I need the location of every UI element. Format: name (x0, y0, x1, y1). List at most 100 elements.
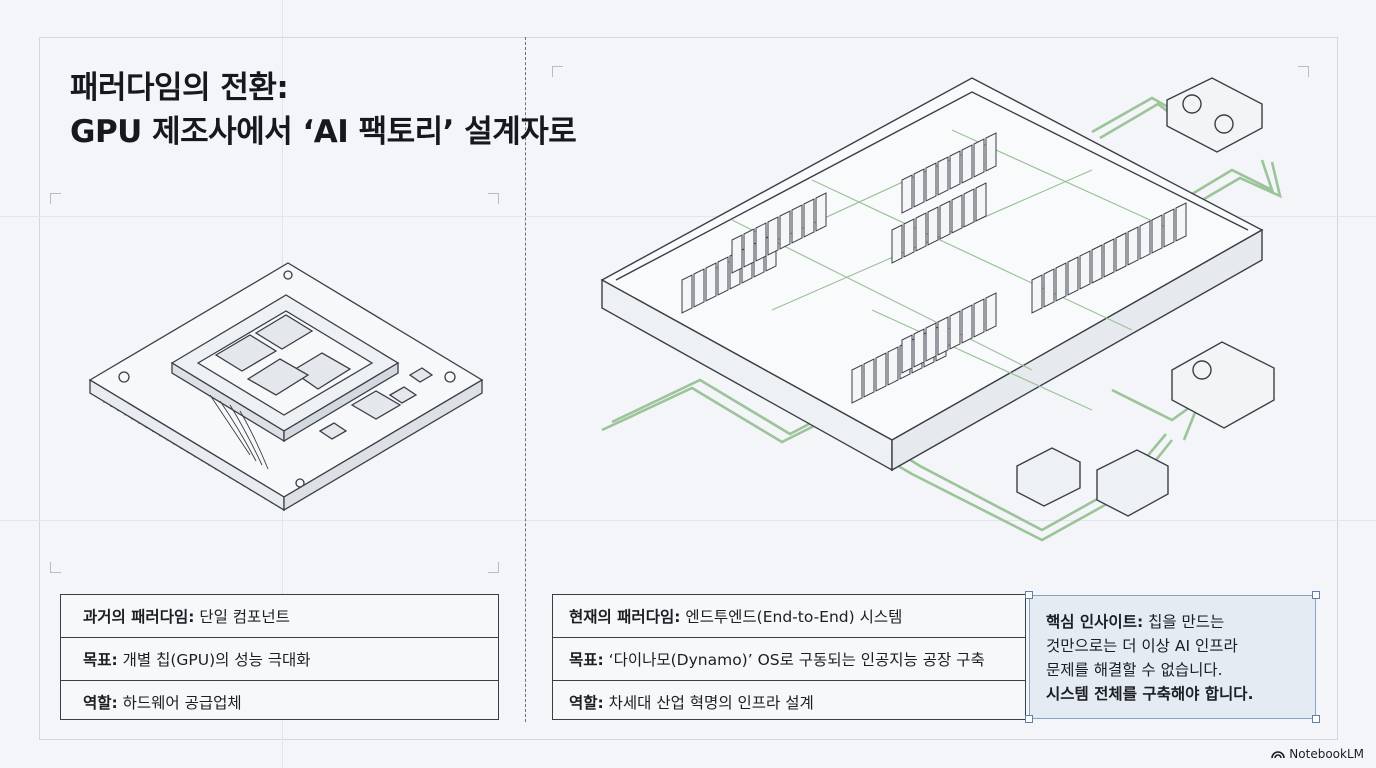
past-row-role: 역할: 하드웨어 공급업체 (61, 681, 498, 723)
server-rack (961, 304, 973, 344)
past-paradigm-label: 과거의 패러다임: (83, 608, 195, 626)
server-rack (973, 298, 985, 338)
server-rack (985, 292, 997, 332)
server-rack (717, 256, 729, 296)
background-gridline (0, 216, 1376, 217)
past-role-label: 역할: (83, 694, 118, 712)
server-rack (803, 198, 815, 238)
past-paradigm-value: 단일 컴포넌트 (194, 608, 290, 626)
server-rack (913, 328, 925, 368)
server-rack (1151, 214, 1163, 254)
server-rack (1103, 238, 1115, 278)
gpu-chip-illustration (88, 262, 484, 512)
server-rack (937, 156, 949, 196)
past-goal-label: 목표: (83, 651, 118, 669)
server-rack (973, 138, 985, 178)
corner-mark (488, 193, 499, 204)
server-rack (891, 224, 903, 264)
server-rack (949, 310, 961, 350)
present-row-goal: 목표: ‘다이나모(Dynamo)’ OS로 구동되는 인공지능 공장 구축 (553, 638, 1025, 681)
server-rack (925, 322, 937, 362)
server-rack (1055, 262, 1067, 302)
notebooklm-logo: NotebookLM (1271, 747, 1364, 761)
present-paradigm-value: 엔드투엔드(End-to-End) 시스템 (680, 608, 903, 626)
past-row-paradigm: 과거의 패러다임: 단일 컴포넌트 (61, 595, 498, 638)
server-rack (937, 316, 949, 356)
background-gridline (0, 520, 1376, 521)
insight-text-2: 것만으로는 더 이상 AI 인프라 (1046, 637, 1238, 655)
server-rack (1043, 268, 1055, 308)
corner-mark (50, 193, 61, 204)
server-rack (1175, 202, 1187, 242)
server-rack (1091, 244, 1103, 284)
server-rack (1115, 232, 1127, 272)
insight-label: 핵심 인사이트: (1046, 613, 1144, 631)
section-divider (525, 37, 526, 722)
server-rack (767, 216, 779, 256)
server-rack (705, 262, 717, 302)
present-role-value: 차세대 산업 혁명의 인프라 설계 (603, 694, 814, 712)
server-rack (1079, 250, 1091, 290)
server-rack (913, 168, 925, 208)
past-goal-value: 개별 칩(GPU)의 성능 극대화 (117, 651, 311, 669)
server-rack (961, 144, 973, 184)
server-rack (951, 194, 963, 234)
present-row-role: 역할: 차세대 산업 혁명의 인프라 설계 (553, 681, 1025, 723)
slide-title: 패러다임의 전환: GPU 제조사에서 ‘AI 팩토리’ 설계자로 (70, 66, 577, 154)
selection-handle[interactable] (1025, 591, 1033, 599)
past-role-value: 하드웨어 공급업체 (117, 694, 242, 712)
past-paradigm-box: 과거의 패러다임: 단일 컴포넌트 목표: 개별 칩(GPU)의 성능 극대화 … (60, 594, 499, 720)
corner-mark (1298, 66, 1309, 77)
insight-emphasis: 시스템 전체를 구축해야 합니다. (1046, 685, 1254, 703)
present-role-label: 역할: (569, 694, 604, 712)
server-rack (949, 150, 961, 190)
server-rack (939, 200, 951, 240)
key-insight-callout: 핵심 인사이트: 칩을 만드는 것만으로는 더 이상 AI 인프라 문제를 해결… (1029, 595, 1316, 719)
ai-factory-illustration (600, 77, 1282, 542)
present-goal-value: ‘다이나모(Dynamo)’ OS로 구동되는 인공지능 공장 구축 (603, 651, 985, 669)
present-paradigm-box: 현재의 패러다임: 엔드투엔드(End-to-End) 시스템 목표: ‘다이나… (552, 594, 1026, 720)
past-row-goal: 목표: 개별 칩(GPU)의 성능 극대화 (61, 638, 498, 681)
title-line-2: GPU 제조사에서 ‘AI 팩토리’ 설계자로 (70, 114, 577, 150)
selection-handle[interactable] (1312, 715, 1320, 723)
corner-mark (488, 562, 499, 573)
server-rack (779, 210, 791, 250)
insight-text-1: 칩을 만드는 (1143, 613, 1225, 631)
insight-text-3: 문제를 해결할 수 없습니다. (1046, 661, 1223, 679)
slide-frame (39, 37, 1338, 740)
server-rack (901, 174, 913, 214)
server-rack (1163, 208, 1175, 248)
server-rack (887, 346, 899, 386)
server-rack (903, 218, 915, 258)
server-rack (901, 334, 913, 374)
server-rack (985, 132, 997, 172)
server-rack (915, 212, 927, 252)
present-paradigm-label: 현재의 패러다임: (569, 608, 681, 626)
corner-mark (552, 66, 563, 77)
server-rack (1031, 274, 1043, 314)
logo-text: NotebookLM (1289, 747, 1364, 761)
server-rack (731, 234, 743, 274)
present-row-paradigm: 현재의 패러다임: 엔드투엔드(End-to-End) 시스템 (553, 595, 1025, 638)
server-rack (815, 192, 827, 232)
present-goal-label: 목표: (569, 651, 604, 669)
server-rack (743, 228, 755, 268)
server-rack (1139, 220, 1151, 260)
selection-handle[interactable] (1025, 715, 1033, 723)
server-rack (681, 274, 693, 314)
server-rack (791, 204, 803, 244)
insight-line-1: 핵심 인사이트: 칩을 만드는 (1046, 610, 1301, 634)
title-line-1: 패러다임의 전환: (70, 70, 289, 106)
server-rack (755, 222, 767, 262)
server-rack (863, 358, 875, 398)
server-rack (875, 352, 887, 392)
selection-handle[interactable] (1312, 591, 1320, 599)
server-rack (927, 206, 939, 246)
server-rack (851, 364, 863, 404)
server-rack (925, 162, 937, 202)
notebooklm-logo-icon (1271, 751, 1286, 759)
server-rack (693, 268, 705, 308)
server-rack (963, 188, 975, 228)
corner-mark (50, 562, 61, 573)
server-rack (975, 182, 987, 222)
